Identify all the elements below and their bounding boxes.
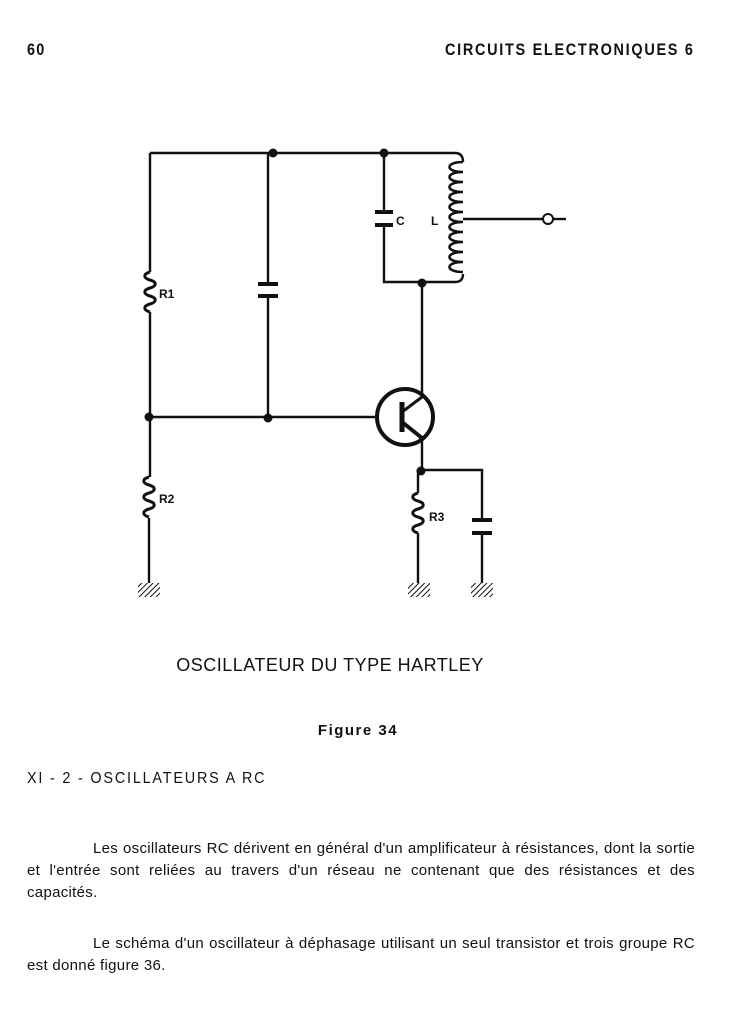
capacitor-emitter [472,518,492,535]
paragraph-text: Le schéma d'un oscillateur à déphasage u… [27,935,695,974]
label-r1: R1 [159,287,175,301]
figure-caption: OSCILLATEUR DU TYPE HARTLEY [176,655,484,675]
paragraph: Les oscillateurs RC dérivent en général … [27,838,695,904]
section-heading: XI - 2 - OSCILLATEURS A RC [27,770,267,787]
running-title: CIRCUITS ELECTRONIQUES 6 [445,40,695,59]
transistor-npn [375,387,435,447]
capacitor-c [375,210,393,227]
resistor-r2 [142,475,156,519]
resistor-r1 [143,270,157,314]
paragraph: Le schéma d'un oscillateur à déphasage u… [27,933,695,977]
inductor-l [448,160,464,274]
label-r3: R3 [429,510,445,524]
paragraph-text: Les oscillateurs RC dérivent en général … [27,840,695,901]
hartley-oscillator-schematic: R1 R2 R3 C L [138,148,566,597]
figure-number: Figure 34 [317,722,399,739]
page-number: 60 [27,40,46,59]
output-terminal [542,213,554,225]
capacitor-coupling [258,282,278,298]
wires [147,151,566,583]
ground-icon [138,583,493,597]
resistor-r3 [411,491,425,535]
junction-dots [144,148,427,476]
label-c: C [396,214,405,228]
label-r2: R2 [159,492,175,506]
label-l: L [431,214,438,228]
